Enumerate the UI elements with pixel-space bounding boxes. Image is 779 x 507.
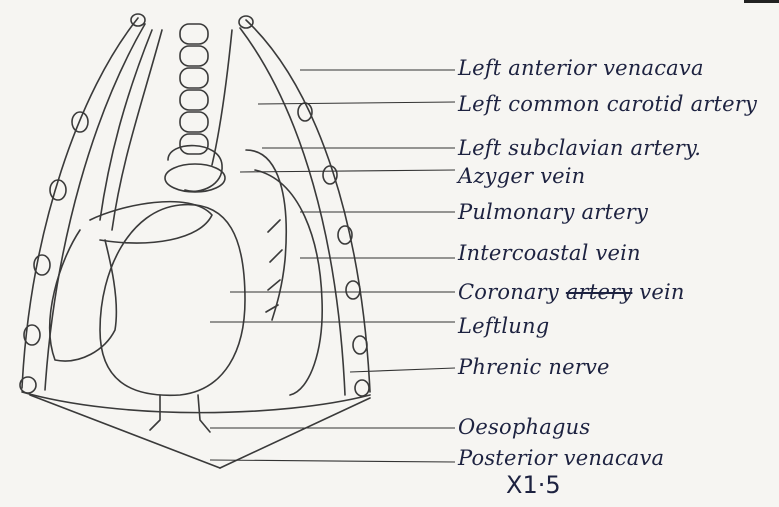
label-left-anterior-vena-cava: Left anterior venacava: [458, 58, 704, 79]
diaphragm-left-lower: [30, 395, 220, 468]
leader-azygos-vein: [240, 170, 455, 172]
posterior-vena-cava-vessel: [198, 395, 210, 432]
label-oesophagus: Oesophagus: [458, 417, 590, 438]
coronary-text: Coronary: [458, 280, 559, 304]
label-posterior-vena-cava: Posterior venacava: [458, 448, 664, 469]
label-pulmonary-artery: Pulmonary artery: [458, 202, 648, 223]
rib-cage-right-outer: [246, 20, 370, 392]
pulmonary-artery-vessel: [90, 202, 212, 243]
left-subclavian-vessel: [246, 150, 286, 320]
label-azygos-vein: Azyger vein: [458, 166, 585, 187]
coronary-struck-text: artery: [566, 280, 633, 304]
coronary-after-text: vein: [639, 280, 684, 304]
label-left-lung: Leftlung: [458, 316, 549, 337]
heart-top: [165, 164, 225, 192]
heart-body: [100, 205, 245, 396]
magnification-label: X1·5: [506, 471, 561, 499]
label-intercostal-vein: Intercoastal vein: [458, 243, 641, 264]
leader-phrenic-nerve: [350, 368, 455, 372]
label-left-subclavian-artery: Left subclavian artery.: [458, 138, 701, 159]
vertebral-column: [180, 24, 208, 154]
corner-mark: [744, 0, 779, 3]
azygos-branches: [266, 220, 282, 312]
leader-left-common-carotid-artery: [258, 102, 455, 104]
right-lung-outline: [255, 170, 322, 395]
label-left-common-carotid-artery: Left common carotid artery: [458, 94, 757, 115]
leader-posterior-vena-cava: [210, 460, 455, 462]
left-vessel-2: [112, 30, 162, 230]
left-lung-outline: [50, 230, 117, 361]
label-coronary-vein: Coronary artery vein: [458, 282, 685, 303]
label-phrenic-nerve: Phrenic nerve: [458, 357, 610, 378]
diaphragm-line: [22, 392, 370, 413]
right-carotid-vessel: [212, 30, 232, 165]
